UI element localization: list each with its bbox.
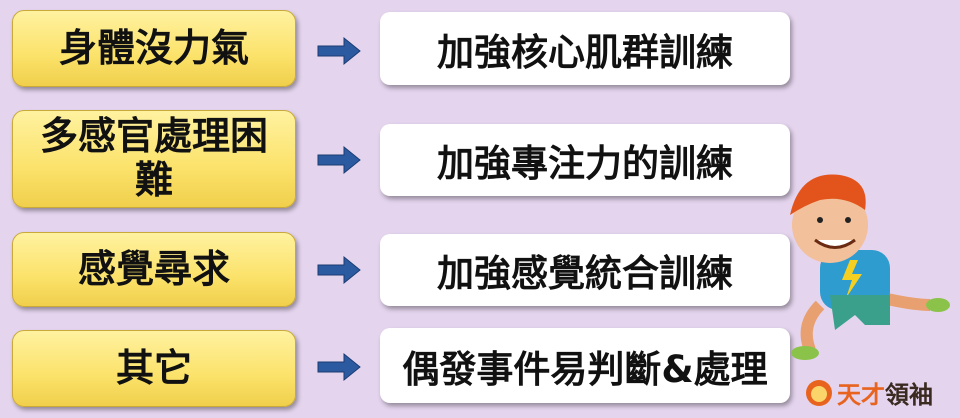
arrow-right-icon	[317, 145, 361, 175]
problem-box-3: 感覺尋求	[12, 232, 296, 307]
solution-box-4: 偶發事件易判斷&處理	[380, 328, 790, 403]
brand-logo: 天才領袖	[805, 375, 933, 410]
solution-box-2: 加強專注力的訓練	[380, 124, 790, 196]
solution-text: 加強感覺統合訓練	[437, 252, 733, 295]
arrow-right-icon	[317, 36, 361, 66]
problem-box-4: 其它	[12, 330, 296, 407]
solution-text: 偶發事件易判斷&處理	[402, 347, 768, 391]
problem-text: 感覺尋求	[77, 246, 230, 291]
solution-box-1: 加強核心肌群訓練	[380, 12, 790, 85]
logo-text-orange: 天才	[837, 381, 885, 409]
problem-text: 多感官處理困難	[39, 114, 268, 202]
arrow-right-icon	[317, 255, 361, 285]
problem-box-1: 身體沒力氣	[12, 10, 296, 87]
solution-text: 加強專注力的訓練	[437, 142, 733, 185]
problem-box-2: 多感官處理困難	[12, 110, 296, 208]
arrow-right-icon	[317, 352, 361, 382]
solution-text: 加強核心肌群訓練	[437, 30, 733, 74]
lion-icon	[806, 379, 832, 406]
problem-text: 其它	[115, 345, 192, 390]
running-boy-illustration	[790, 174, 950, 360]
solution-box-3: 加強感覺統合訓練	[380, 234, 790, 306]
logo-text-dark: 領袖	[885, 381, 933, 409]
problem-text: 身體沒力氣	[58, 25, 249, 70]
